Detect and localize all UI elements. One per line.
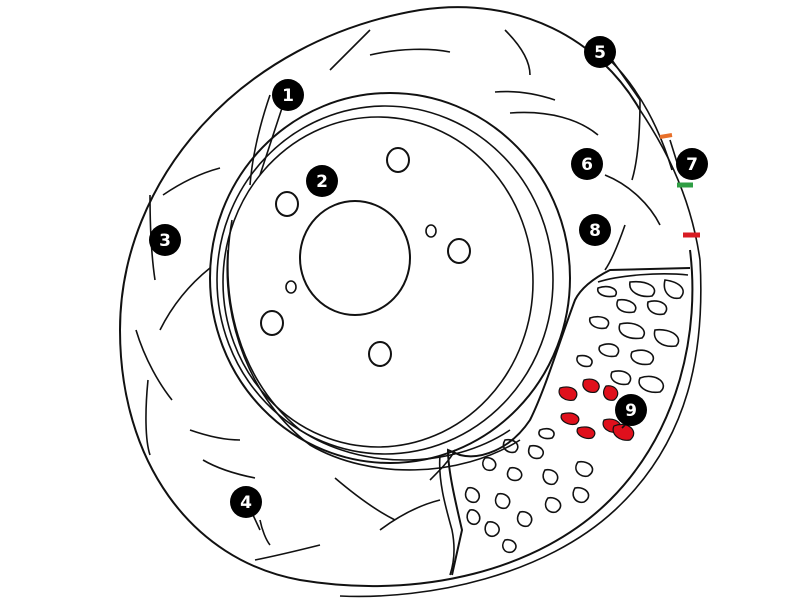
- slot: [202, 459, 256, 479]
- slot: [159, 267, 211, 331]
- vane: [588, 315, 610, 330]
- lug-hole: [260, 310, 284, 336]
- vane: [663, 279, 684, 300]
- surface-slots: [135, 29, 661, 561]
- hat-outer-ring: [209, 92, 571, 464]
- vane: [484, 521, 500, 538]
- center-bore: [299, 200, 411, 316]
- lug-hole: [386, 147, 410, 173]
- callout-2-number: 2: [316, 172, 328, 192]
- slot: [329, 29, 371, 71]
- callout-7: 7: [676, 148, 708, 180]
- hat-ring-3: [222, 116, 534, 448]
- vane: [482, 456, 497, 472]
- slot: [145, 379, 151, 456]
- callout-1: 1: [272, 79, 304, 111]
- callout-3: 3: [149, 224, 181, 256]
- vane: [653, 328, 680, 348]
- slot: [162, 167, 221, 196]
- vane: [618, 322, 645, 340]
- slot: [604, 224, 626, 271]
- slot: [189, 429, 241, 441]
- vane: [538, 427, 555, 440]
- highlighted-vane: [576, 426, 596, 439]
- slot: [631, 99, 641, 181]
- vane: [572, 486, 590, 504]
- callout-8: 8: [579, 214, 611, 246]
- hat-inner-edge: [226, 249, 521, 471]
- callout-8-number: 8: [589, 221, 601, 241]
- callout-5-number: 5: [594, 43, 606, 63]
- cutaway-edge: [446, 267, 691, 576]
- leader-line: [259, 107, 283, 176]
- callout-9: 9: [615, 394, 647, 426]
- highlighted-vane: [560, 412, 580, 425]
- cutaway-inner: [597, 273, 689, 283]
- callout-2: 2: [306, 165, 338, 197]
- rotor-rim-side-inner: [609, 59, 673, 171]
- slot: [509, 111, 599, 136]
- rotor-rim-lower: [339, 259, 702, 598]
- slot: [504, 29, 531, 76]
- lug-holes: [260, 147, 471, 367]
- vane: [646, 300, 668, 316]
- callout-6-number: 6: [581, 155, 593, 175]
- slot: [369, 48, 451, 56]
- vane: [544, 496, 562, 514]
- wear-marker-orange: [659, 133, 673, 139]
- slot: [494, 90, 556, 101]
- vane: [506, 466, 523, 482]
- callout-9-number: 9: [625, 401, 637, 421]
- rotor-outer-edge: [118, 6, 694, 588]
- slot: [334, 477, 396, 521]
- lug-hole: [275, 191, 299, 217]
- callout-3-number: 3: [159, 231, 171, 251]
- vane: [494, 492, 511, 510]
- vane: [527, 444, 545, 460]
- vane: [638, 375, 665, 394]
- vane: [502, 538, 517, 554]
- callout-7-number: 7: [686, 155, 698, 175]
- highlighted-vane: [558, 386, 578, 401]
- vane: [516, 510, 533, 528]
- vane: [542, 468, 559, 486]
- slot: [259, 519, 271, 546]
- vane: [616, 298, 637, 314]
- vane: [598, 343, 620, 358]
- hat-ring-2: [216, 105, 554, 455]
- vane: [575, 460, 594, 478]
- slot: [379, 499, 441, 531]
- slot: [604, 174, 661, 226]
- leader-line: [252, 514, 261, 531]
- hat-wall: [227, 219, 511, 461]
- vane: [630, 349, 655, 366]
- locating-hole: [425, 224, 437, 238]
- vane: [466, 509, 481, 526]
- lug-hole: [368, 341, 392, 367]
- cooling-vanes: [464, 279, 684, 554]
- callout-1-number: 1: [282, 86, 294, 106]
- locating-hole: [285, 280, 297, 294]
- callout-4-number: 4: [240, 493, 252, 513]
- slot: [249, 94, 271, 186]
- callout-6: 6: [571, 148, 603, 180]
- lug-hole: [447, 238, 471, 264]
- leader-line: [611, 59, 641, 101]
- slot: [254, 544, 321, 561]
- vane: [629, 280, 656, 298]
- vane: [576, 354, 593, 368]
- slot: [135, 329, 173, 401]
- vane: [464, 486, 481, 504]
- highlighted-vane: [602, 385, 619, 401]
- cutaway-lip: [438, 454, 455, 576]
- vane: [502, 438, 519, 454]
- vane: [610, 370, 632, 386]
- callout-5: 5: [584, 36, 616, 68]
- vane: [596, 285, 617, 298]
- highlighted-vane: [582, 378, 600, 393]
- callout-4: 4: [230, 486, 262, 518]
